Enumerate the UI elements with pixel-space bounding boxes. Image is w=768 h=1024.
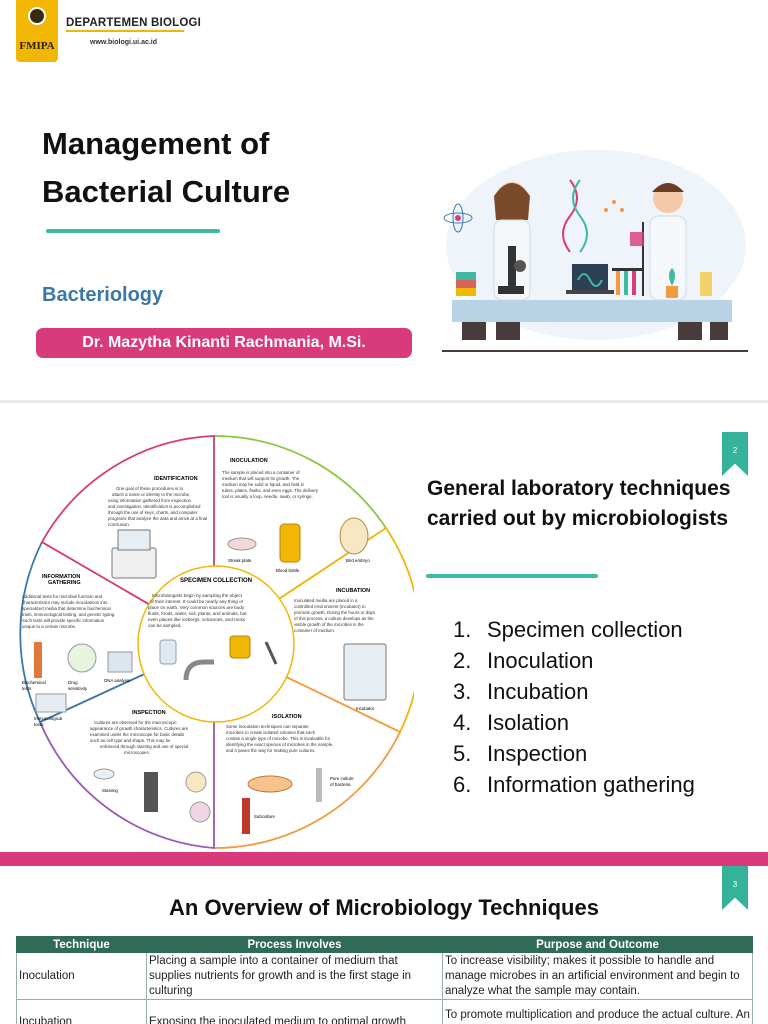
step-label: Incubation (487, 679, 589, 704)
page-title: Management of Bacterial Culture (42, 120, 290, 216)
slide2-underline (426, 574, 598, 578)
cell-process: Exposing the inoculated medium to optima… (146, 999, 443, 1024)
techniques-table: Technique Process Involves Purpose and O… (16, 936, 753, 1024)
label-pure-culture-2: of bacteria (330, 782, 351, 787)
section-title-information-gathering-2: GATHERING (48, 580, 81, 586)
step-number: 3. (453, 679, 472, 704)
label-blood-bottle: Blood bottle (276, 568, 300, 573)
step-label: Isolation (487, 710, 569, 735)
section-text-isolation: Some inoculation techniques can separate… (226, 724, 335, 753)
list-item: 4. Isolation (453, 707, 695, 738)
page-number: 2 (732, 446, 738, 455)
list-item: 2. Inoculation (453, 645, 695, 676)
step-number: 5. (453, 741, 472, 766)
department-divider (66, 30, 184, 32)
label-immunological: Immunological (34, 716, 62, 721)
cell-technique: Inoculation (16, 952, 147, 1000)
label-drug-sensitivity-2: sensitivity (68, 686, 88, 691)
list-item: 6. Information gathering (453, 769, 695, 800)
list-item: 3. Incubation (453, 676, 695, 707)
lab-scientists-illustration (442, 150, 748, 352)
label-pure-culture: Pure culture (330, 776, 354, 781)
step-number: 6. (453, 772, 472, 797)
section-title-inspection: INSPECTION (132, 710, 166, 716)
list-item: 5. Inspection (453, 738, 695, 769)
label-drug-sensitivity: Drug (68, 680, 78, 685)
step-number: 1. (453, 617, 472, 642)
cell-purpose: To increase visibility; makes it possibl… (442, 952, 753, 1000)
label-incubator: Incubator (356, 706, 375, 711)
section-title-incubation: INCUBATION (336, 588, 370, 594)
step-label: Inspection (487, 741, 588, 766)
technique-steps-list: 1. Specimen collection 2. Inoculation 3. In… (453, 614, 695, 800)
page-number-3: 3 (732, 880, 738, 889)
department-url: www.biologi.ui.ac.id (90, 39, 158, 46)
step-number: 2. (453, 648, 472, 673)
title-line-1: Management of (42, 126, 270, 161)
section-text-inoculation: The sample is placed into a container of… (222, 470, 319, 499)
step-label: Inoculation (487, 648, 594, 673)
label-streak-plate: Streak plate (228, 558, 252, 563)
label-staining: Staining (102, 788, 118, 793)
title-underline (46, 229, 220, 233)
slide-separator-pink (0, 852, 768, 866)
cell-purpose: To promote multiplication and produce th… (442, 999, 753, 1024)
university-seal-icon (28, 7, 46, 25)
slide3-heading: An Overview of Microbiology Techniques (169, 895, 599, 920)
step-label: Information gathering (487, 772, 695, 797)
subject-label: Bacteriology (42, 284, 164, 306)
title-slide: FMIPA DEPARTEMEN BIOLOGI www.biologi.ui.… (0, 0, 768, 400)
department-name: DEPARTEMEN BIOLOGI (66, 17, 202, 29)
label-subculture: Subculture (254, 814, 276, 819)
page-number-badge: 2 (722, 432, 748, 476)
university-logo: FMIPA (16, 0, 58, 62)
table-row: Incubation Exposing the inoculated mediu… (16, 999, 753, 1024)
column-header-purpose: Purpose and Outcome (442, 936, 753, 953)
step-label: Specimen collection (487, 617, 683, 642)
section-title-isolation: ISOLATION (272, 714, 302, 720)
title-line-2: Bacterial Culture (42, 174, 291, 209)
label-dna-analysis: DNA analysis (104, 678, 131, 683)
table-row: Inoculation Placing a sample into a cont… (16, 952, 753, 1000)
label-bird-embryo: Bird embryo (346, 558, 370, 563)
label-biochemical: Biochemical (22, 680, 46, 685)
column-header-process: Process Involves (146, 936, 443, 953)
microbiology-techniques-wheel: SPECIMEN COLLECTION Microbiologists begi… (19, 435, 414, 849)
faculty-label: FMIPA (19, 40, 55, 52)
section-title-information-gathering: INFORMATION (42, 574, 80, 580)
author-banner: Dr. Mazytha Kinanti Rachmania, M.Si. (36, 328, 412, 358)
list-item: 1. Specimen collection (453, 614, 695, 645)
center-title: SPECIMEN COLLECTION (180, 578, 252, 584)
section-text-identification: One goal of these procedures is to attac… (108, 486, 208, 527)
cell-technique: Incubation (16, 999, 147, 1024)
section-text-information-gathering: Additional tests for microbial function … (22, 594, 117, 629)
label-biochemical-2: tests (22, 686, 32, 691)
column-header-technique: Technique (16, 936, 147, 953)
slide2-heading: General laboratory techniques carried ou… (427, 477, 731, 530)
table-header-row: Technique Process Involves Purpose and O… (16, 936, 753, 953)
cell-process: Placing a sample into a container of med… (146, 952, 443, 1000)
section-title-identification: IDENTIFICATION (154, 476, 198, 482)
step-number: 4. (453, 710, 472, 735)
center-text: Microbiologists begin by sampling the ob… (148, 593, 248, 628)
section-title-inoculation: INOCULATION (230, 458, 268, 464)
slide-separator (0, 400, 768, 403)
section-text-incubation: Inoculated media are placed in a control… (294, 598, 376, 633)
label-immunological-2: tests (34, 722, 44, 727)
section-text-inspection: Cultures are observed for the macroscopi… (90, 720, 190, 755)
